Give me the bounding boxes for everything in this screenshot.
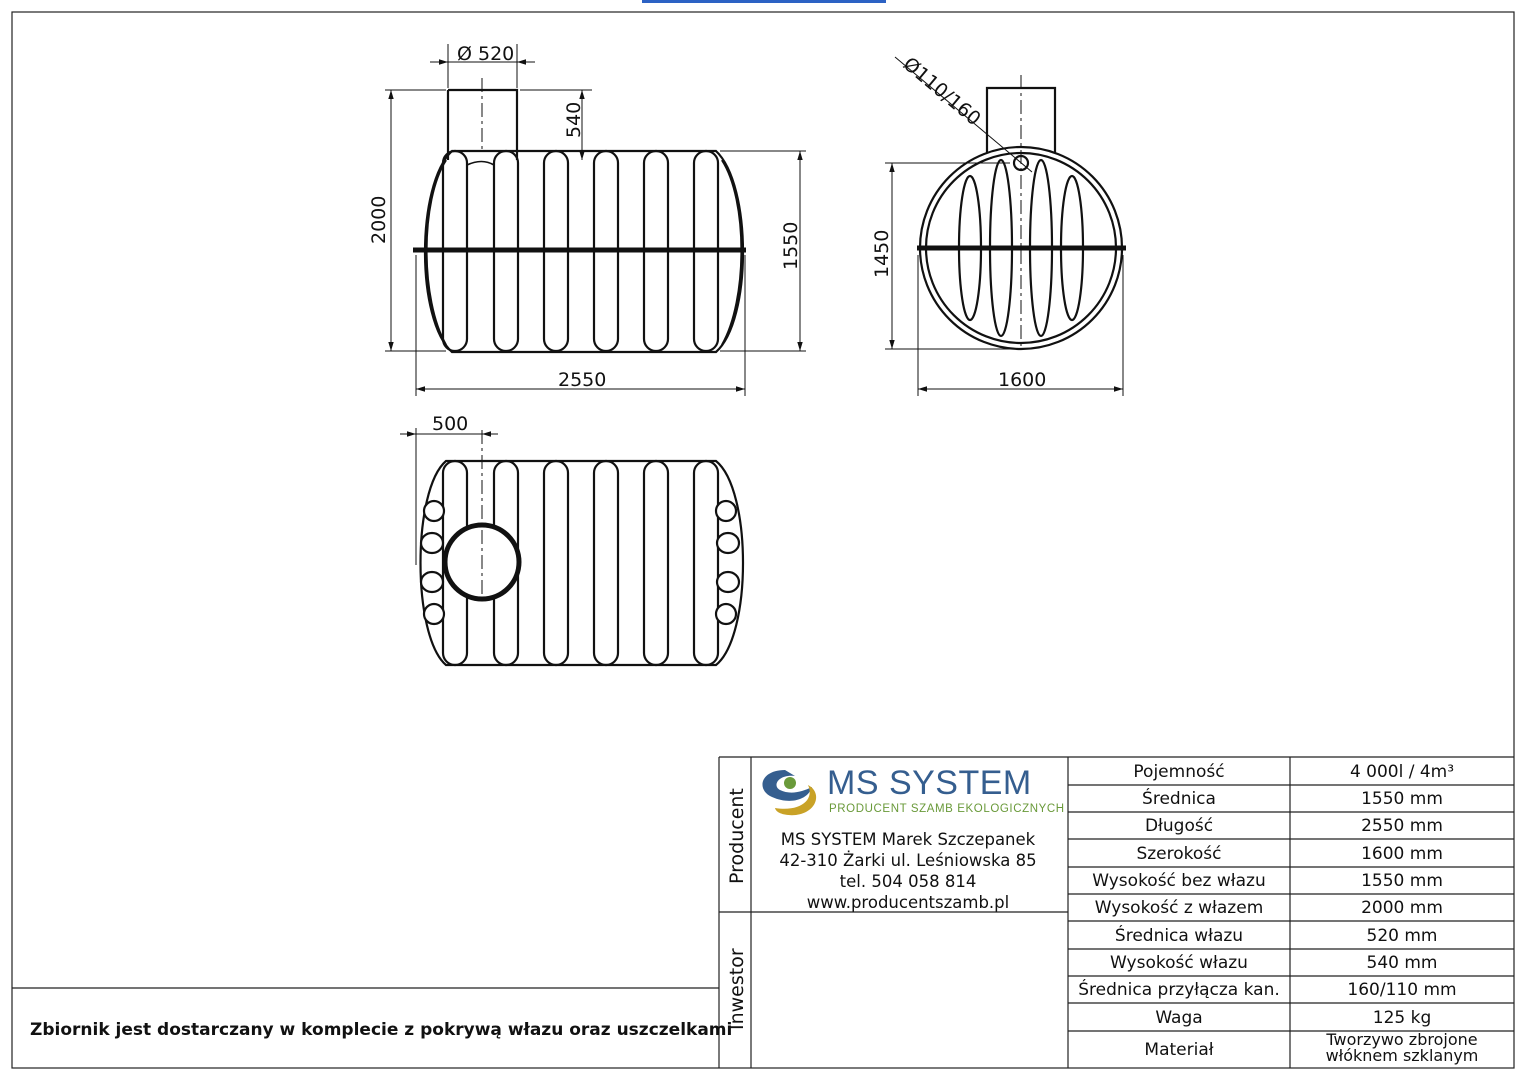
front-dimensions: [385, 44, 806, 396]
spec-value: 1550 mm: [1361, 871, 1443, 891]
spec-value: 160/110 mm: [1347, 980, 1457, 1000]
dim-neck-height: 540: [563, 102, 585, 138]
sheet-border: [11, 11, 1515, 1069]
company-web[interactable]: www.producentszamb.pl: [806, 893, 1010, 912]
spec-label: Materiał: [1144, 1040, 1214, 1060]
spec-label: Średnica: [1142, 789, 1216, 809]
spec-value: 4 000l / 4m³: [1349, 761, 1455, 782]
spec-label: Długość: [1144, 816, 1214, 836]
top-bar: [642, 0, 886, 3]
spec-label: Pojemność: [1133, 761, 1225, 782]
producer-label: Producent: [726, 788, 748, 884]
spec-label: Średnica włazu: [1114, 925, 1244, 946]
tank-body-outline: [423, 149, 745, 354]
left-connection-bosses: [419, 499, 446, 626]
dim-length: 2550: [558, 369, 606, 391]
side-dimensions: [885, 56, 1124, 396]
spec-value: 1550 mm: [1361, 789, 1443, 809]
dim-manhole-offset: 500: [432, 413, 468, 435]
front-view: [413, 78, 746, 354]
title-block-grid: [12, 756, 1514, 1068]
footnote: Zbiornik jest dostarczany w komplecie z …: [30, 1020, 733, 1040]
spec-label: Wysokość z włazem: [1094, 898, 1264, 918]
spec-value: Tworzywo zbrojone włóknem szklanym: [1325, 1030, 1479, 1065]
side-view: [917, 75, 1126, 351]
right-connection-bosses: [714, 499, 741, 626]
spec-label: Wysokość włazu: [1110, 953, 1248, 973]
dim-pipe-diameter: Ø110/160: [899, 53, 985, 130]
spec-label: Wysokość bez włazu: [1092, 871, 1266, 891]
logo-subtitle: PRODUCENT SZAMB EKOLOGICZNYCH: [829, 803, 1065, 815]
top-view: [419, 430, 745, 667]
rib: [542, 459, 570, 667]
manhole-neck: [446, 88, 519, 160]
spec-label: Szerokość: [1136, 843, 1222, 864]
rib: [692, 459, 720, 667]
company-phone: tel. 504 058 814: [839, 872, 977, 891]
spec-value: 125 kg: [1372, 1007, 1432, 1028]
spec-label: Średnica przyłącza kan.: [1078, 980, 1280, 1000]
spec-label: Waga: [1155, 1007, 1203, 1028]
ms-system-logo-icon: [762, 770, 817, 816]
logo-title: MS SYSTEM: [827, 764, 1032, 802]
company-name: MS SYSTEM Marek Szczepanek: [780, 830, 1036, 849]
company-address: 42-310 Żarki ul. Leśniowska 85: [779, 851, 1037, 870]
rib: [592, 459, 620, 667]
investor-label: Inwestor: [726, 948, 748, 1030]
dim-side-height: 1450: [871, 230, 893, 278]
spec-value: 520 mm: [1366, 925, 1438, 946]
rib: [642, 459, 670, 667]
spec-value: 540 mm: [1366, 953, 1438, 973]
spec-value: 2000 mm: [1361, 898, 1443, 918]
tank-top-outline: [419, 459, 745, 667]
top-dimensions: [400, 428, 498, 565]
dim-body-height: 1550: [780, 222, 802, 270]
dim-width: 1600: [998, 369, 1046, 391]
spec-value: 2550 mm: [1361, 816, 1443, 836]
dim-total-height: 2000: [368, 196, 390, 244]
spec-value: 1600 mm: [1361, 843, 1443, 864]
dim-neck-diameter: Ø 520: [457, 43, 514, 65]
